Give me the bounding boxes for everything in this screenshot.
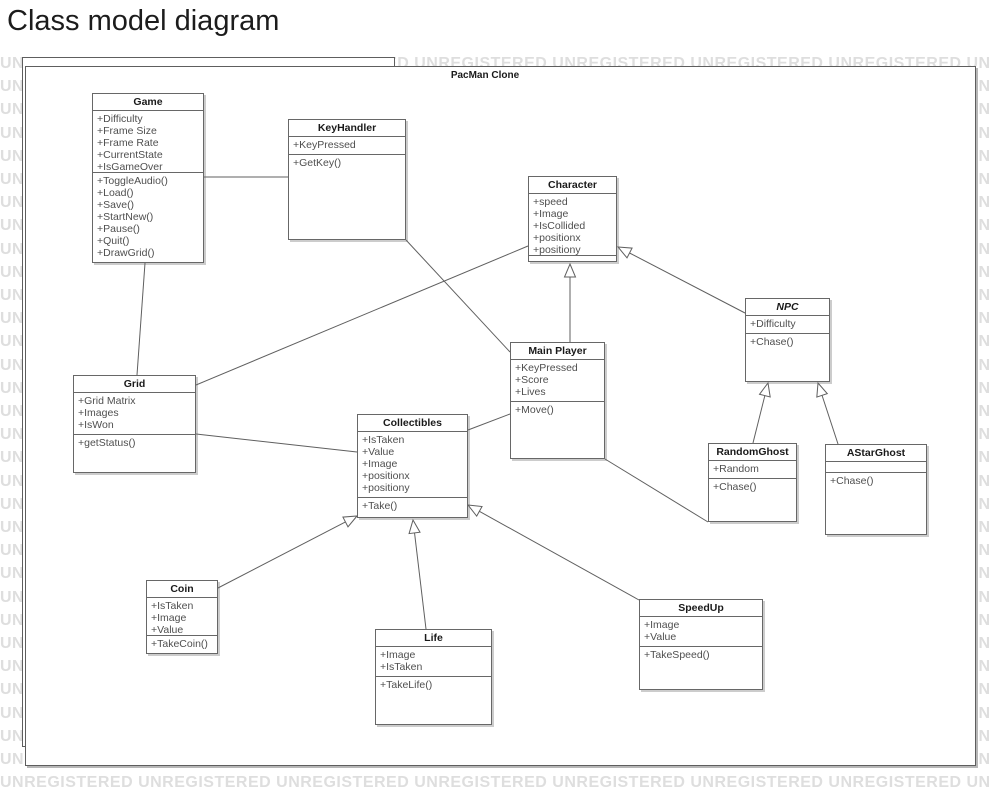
class-coin[interactable]: Coin+IsTaken+Image+Value+TakeCoin() bbox=[146, 580, 218, 654]
class-name: Game bbox=[93, 94, 203, 111]
methods-compartment: +GetKey() bbox=[289, 155, 405, 239]
class-name: Grid bbox=[74, 376, 195, 393]
class-name: Main Player bbox=[511, 343, 604, 360]
attribute: +Value bbox=[151, 624, 184, 636]
attribute: +Image bbox=[644, 619, 680, 631]
methods-compartment: +Chase() bbox=[709, 479, 796, 521]
methods-compartment: +TakeLife() bbox=[376, 677, 491, 724]
methods-compartment: +TakeSpeed() bbox=[640, 647, 762, 689]
attribute: +IsCollided bbox=[533, 220, 586, 232]
class-name: Character bbox=[529, 177, 616, 194]
method: +TakeSpeed() bbox=[644, 649, 710, 661]
method: +Move() bbox=[515, 404, 554, 416]
class-astarghost[interactable]: AStarGhost +Chase() bbox=[825, 444, 927, 535]
attribute: +positionx bbox=[533, 232, 581, 244]
class-grid[interactable]: Grid+Grid Matrix+Images+IsWon+getStatus(… bbox=[73, 375, 196, 473]
attributes-compartment: +Difficulty+Frame Size+Frame Rate+Curren… bbox=[93, 111, 203, 173]
methods-compartment: +Chase() bbox=[826, 473, 926, 534]
class-keyhandler[interactable]: KeyHandler +KeyPressed +GetKey() bbox=[288, 119, 406, 240]
methods-compartment: +TakeCoin() bbox=[147, 636, 217, 653]
attribute: +positiony bbox=[533, 244, 581, 256]
methods-compartment: +Take() bbox=[358, 498, 467, 517]
method: +Chase() bbox=[713, 481, 757, 493]
attributes-compartment: +IsTaken+Image+Value bbox=[147, 598, 217, 636]
attribute: +IsTaken bbox=[362, 434, 405, 446]
attribute: +Value bbox=[644, 631, 677, 643]
class-name: Coin bbox=[147, 581, 217, 598]
methods-compartment bbox=[529, 256, 616, 261]
attribute: +Image bbox=[151, 612, 187, 624]
class-name: NPC bbox=[746, 299, 829, 316]
class-life[interactable]: Life+Image+IsTaken+TakeLife() bbox=[375, 629, 492, 725]
attribute: +Images bbox=[78, 407, 119, 419]
attributes-compartment: +Image+IsTaken bbox=[376, 647, 491, 677]
attributes-compartment: +KeyPressed bbox=[289, 137, 405, 155]
class-main-player[interactable]: Main Player+KeyPressed+Score+Lives+Move(… bbox=[510, 342, 605, 459]
method: +Save() bbox=[97, 199, 135, 211]
attribute: +CurrentState bbox=[97, 149, 163, 161]
method: +Pause() bbox=[97, 223, 140, 235]
attribute: +Image bbox=[380, 649, 416, 661]
methods-compartment: +ToggleAudio()+Load()+Save()+StartNew()+… bbox=[93, 173, 203, 262]
attribute: +positionx bbox=[362, 470, 410, 482]
attribute: +Lives bbox=[515, 386, 546, 398]
class-randomghost[interactable]: RandomGhost +Random +Chase() bbox=[708, 443, 797, 522]
attribute: +KeyPressed bbox=[293, 139, 356, 151]
method: +getStatus() bbox=[78, 437, 136, 449]
diagram-frame-title: PacMan Clone bbox=[450, 70, 520, 81]
attribute: +Frame Size bbox=[97, 125, 157, 137]
class-name: SpeedUp bbox=[640, 600, 762, 617]
attribute: +Random bbox=[713, 463, 759, 475]
attribute: +Image bbox=[533, 208, 569, 220]
attribute: +IsWon bbox=[78, 419, 114, 431]
class-name: RandomGhost bbox=[709, 444, 796, 461]
methods-compartment: +getStatus() bbox=[74, 435, 195, 472]
method: +TakeLife() bbox=[380, 679, 433, 691]
attribute: +Grid Matrix bbox=[78, 395, 136, 407]
class-character[interactable]: Character+speed+Image+IsCollided+positio… bbox=[528, 176, 617, 262]
attributes-compartment: +speed+Image+IsCollided+positionx+positi… bbox=[529, 194, 616, 256]
class-npc[interactable]: NPC +Difficulty +Chase() bbox=[745, 298, 830, 382]
method: +ToggleAudio() bbox=[97, 175, 168, 187]
attributes-compartment: +Grid Matrix+Images+IsWon bbox=[74, 393, 195, 435]
method: +StartNew() bbox=[97, 211, 154, 223]
attribute: +IsTaken bbox=[380, 661, 423, 673]
class-name: KeyHandler bbox=[289, 120, 405, 137]
attributes-compartment: +Image+Value bbox=[640, 617, 762, 647]
method: +Quit() bbox=[97, 235, 130, 247]
attribute: +KeyPressed bbox=[515, 362, 578, 374]
attributes-compartment bbox=[826, 462, 926, 473]
method: +Take() bbox=[362, 500, 398, 512]
attribute: +Image bbox=[362, 458, 398, 470]
method: +Chase() bbox=[750, 336, 794, 348]
attributes-compartment: +Random bbox=[709, 461, 796, 479]
methods-compartment: +Chase() bbox=[746, 334, 829, 381]
attribute: +Difficulty bbox=[750, 318, 796, 330]
attribute: +Difficulty bbox=[97, 113, 143, 125]
attribute: +Frame Rate bbox=[97, 137, 159, 149]
class-name: Life bbox=[376, 630, 491, 647]
attributes-compartment: +KeyPressed+Score+Lives bbox=[511, 360, 604, 402]
page-title: Class model diagram bbox=[7, 5, 280, 37]
attribute: +positiony bbox=[362, 482, 410, 494]
class-game[interactable]: Game+Difficulty+Frame Size+Frame Rate+Cu… bbox=[92, 93, 204, 263]
attribute: +IsGameOver bbox=[97, 161, 163, 173]
method: +TakeCoin() bbox=[151, 638, 208, 650]
attribute: +Score bbox=[515, 374, 549, 386]
method: +DrawGrid() bbox=[97, 247, 155, 259]
attribute: +IsTaken bbox=[151, 600, 194, 612]
class-name: Collectibles bbox=[358, 415, 467, 432]
attribute: +Value bbox=[362, 446, 395, 458]
attributes-compartment: +Difficulty bbox=[746, 316, 829, 334]
methods-compartment: +Move() bbox=[511, 402, 604, 458]
class-collectibles[interactable]: Collectibles+IsTaken+Value+Image+positio… bbox=[357, 414, 468, 518]
attributes-compartment: +IsTaken+Value+Image+positionx+positiony bbox=[358, 432, 467, 498]
method: +GetKey() bbox=[293, 157, 342, 169]
method: +Load() bbox=[97, 187, 134, 199]
class-speedup[interactable]: SpeedUp+Image+Value+TakeSpeed() bbox=[639, 599, 763, 690]
method: +Chase() bbox=[830, 475, 874, 487]
class-name: AStarGhost bbox=[826, 445, 926, 462]
attribute: +speed bbox=[533, 196, 568, 208]
